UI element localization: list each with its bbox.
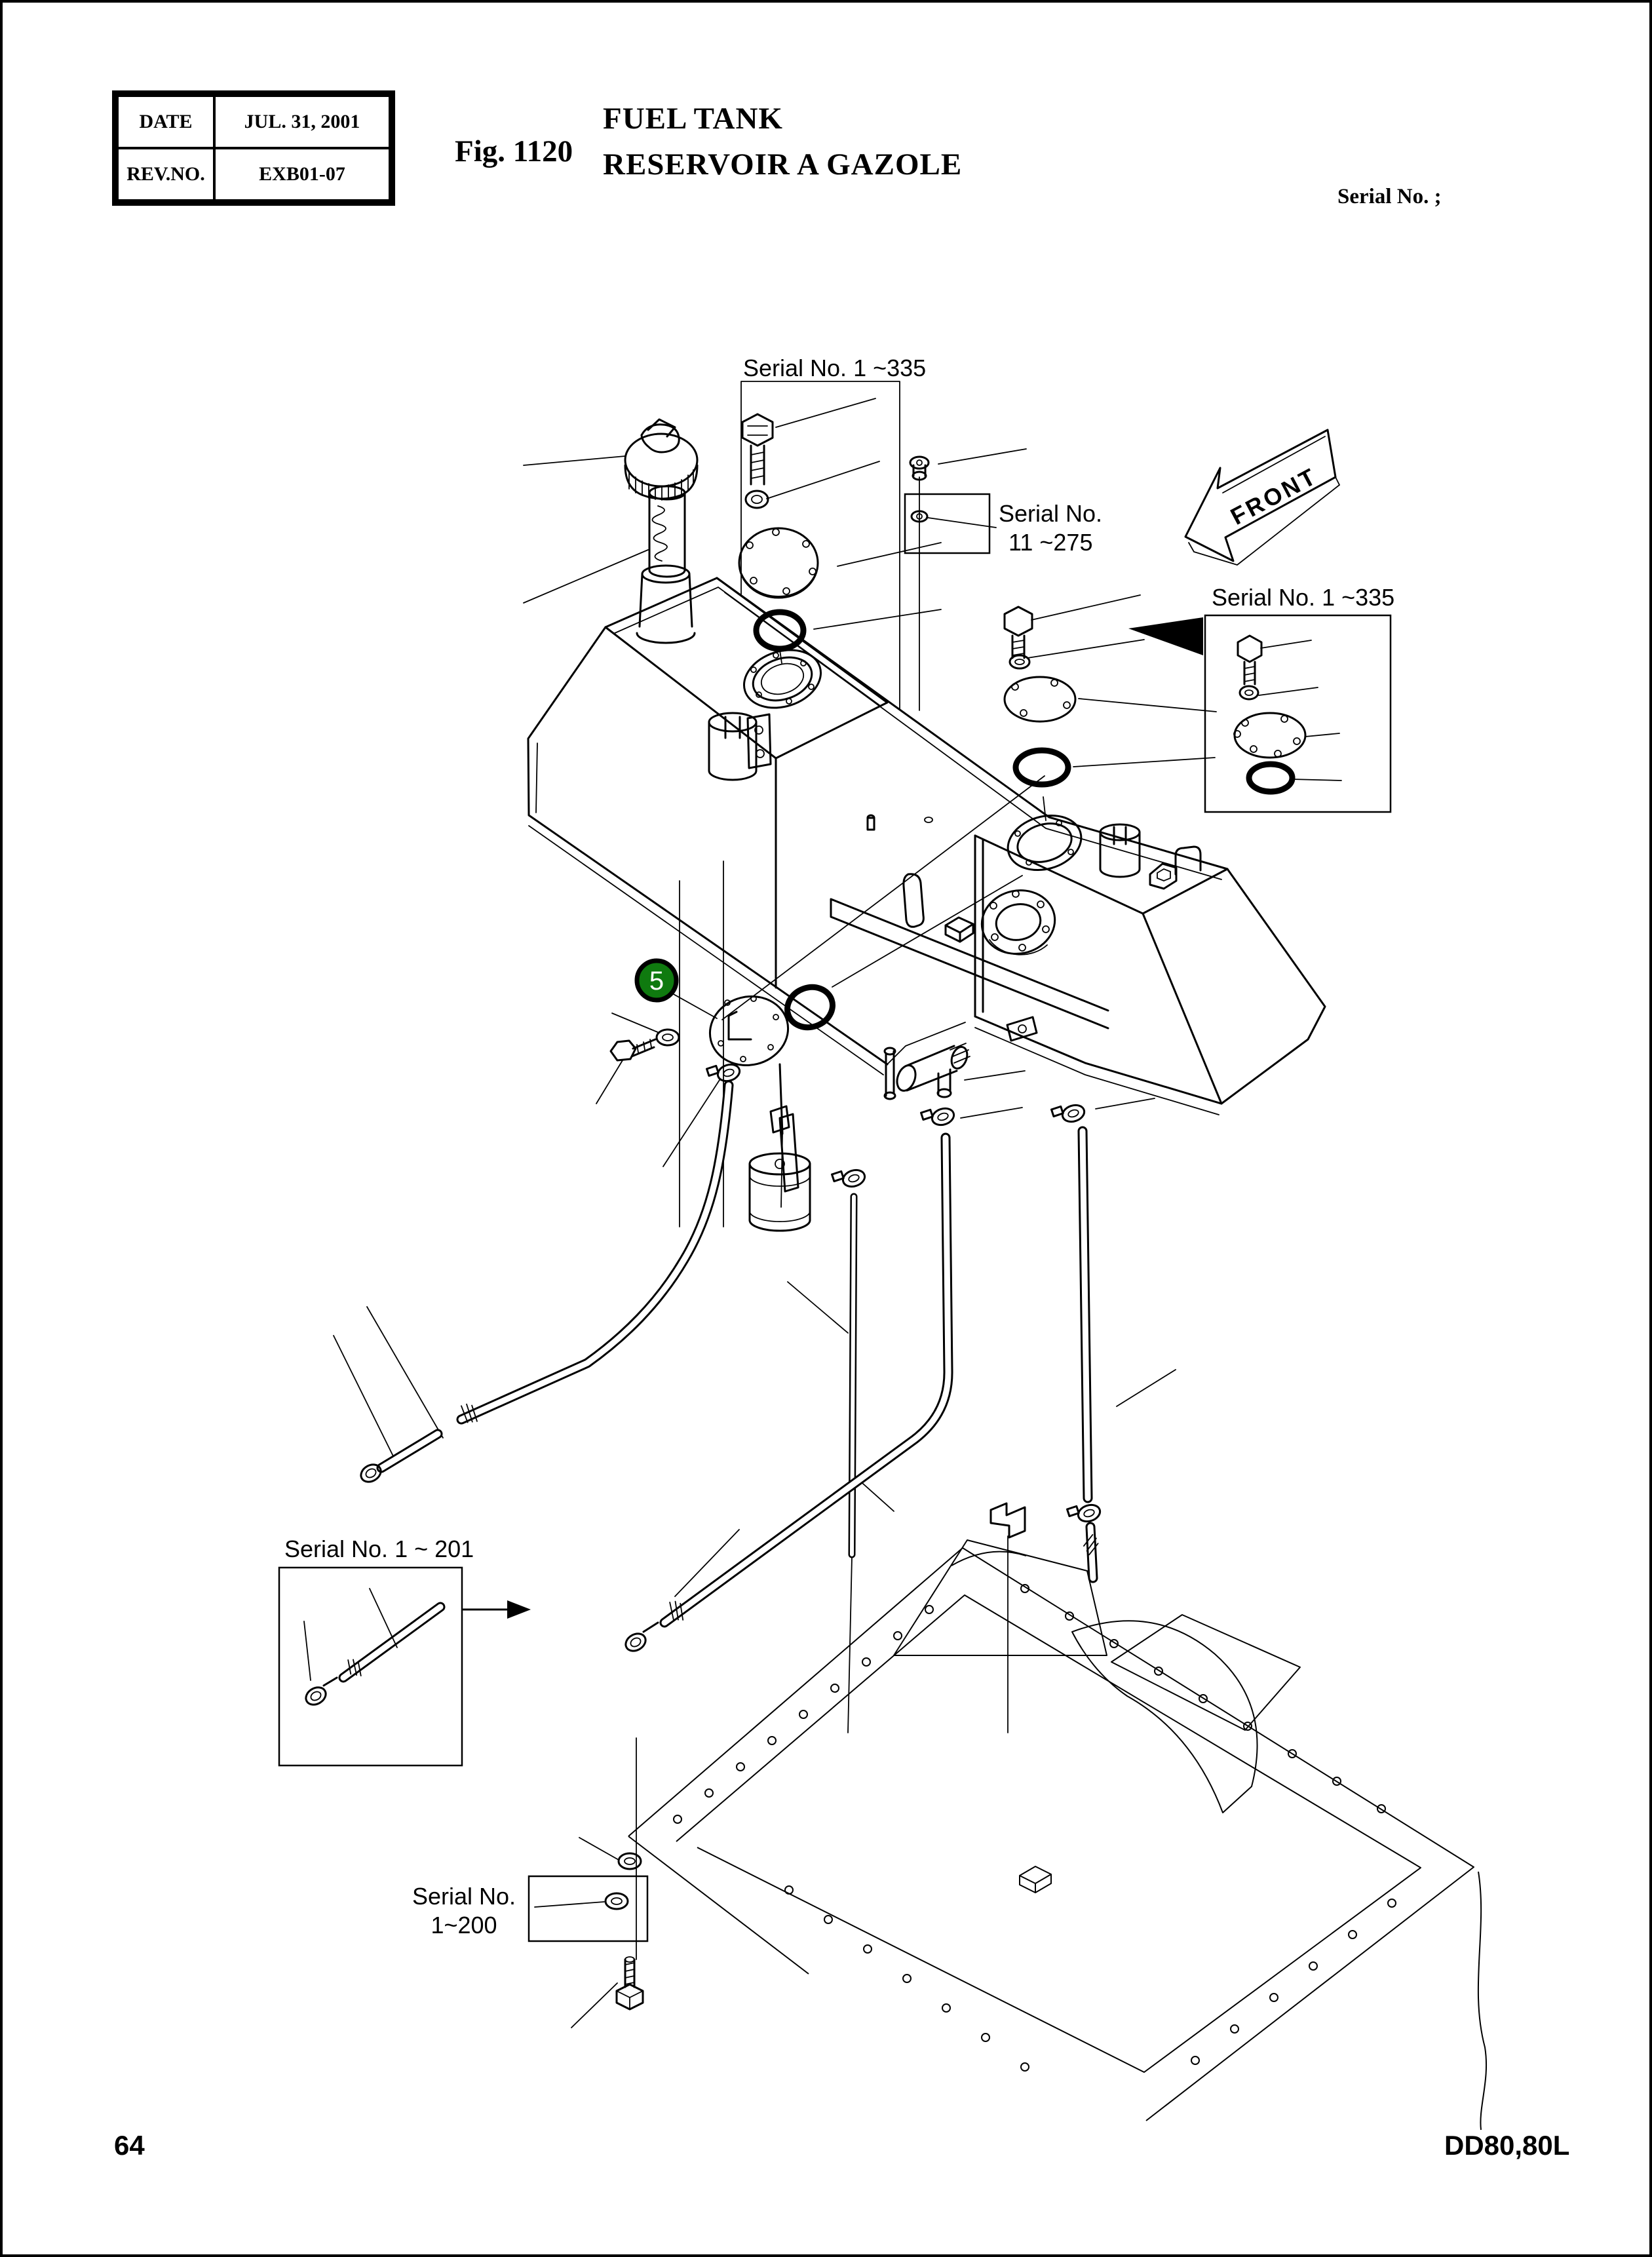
tank-top-plate-left: [604, 577, 889, 760]
fuel-hoses: [360, 1080, 1099, 1652]
callout-top-label: Serial No. 1 ~335: [743, 355, 926, 381]
pointer-arrow-icon: [1128, 617, 1203, 655]
front-arrow: FRONT: [1184, 429, 1341, 566]
washer-icon: [617, 1852, 642, 1870]
washer-icon: [655, 1028, 680, 1047]
filler-cap: [624, 418, 699, 501]
callout-mid: Serial No. 11 ~275: [904, 493, 1102, 556]
cushion-clamp-left: [708, 712, 758, 781]
front-flange: [980, 889, 1056, 955]
fuel-sender-group: [609, 984, 836, 1232]
cushion-clamp-right: [1099, 823, 1141, 878]
rail-cube: [944, 916, 974, 943]
callout-mid-line1: Serial No.: [999, 500, 1102, 527]
washer-icon: [744, 490, 769, 509]
arrow-icon: [507, 1600, 531, 1619]
hose-clamps: [706, 1063, 1102, 1523]
filler-neck: [636, 564, 696, 644]
callout-lower-left: Serial No. 1 ~ 201: [278, 1535, 531, 1767]
hose-clamp-icon: [920, 1107, 955, 1127]
hose-clamp-icon: [1066, 1503, 1102, 1523]
serial-note: Serial No. ;: [1337, 185, 1442, 208]
sender-ring-right: [1007, 814, 1083, 872]
chassis-frame: [628, 1539, 1488, 2131]
callout-mid-line2: 11 ~275: [1008, 529, 1092, 556]
exploded-diagram: FRONT Serial No. 1 ~335 5: [278, 355, 1488, 2131]
hook-bracket: [902, 873, 925, 928]
rail-bracket: [1006, 1016, 1038, 1042]
model-code: DD80,80L: [1444, 2130, 1570, 2161]
tank-left-panel: [527, 626, 889, 1066]
hose-clamp-icon: [831, 1168, 866, 1188]
page-title-english: FUEL TANK: [603, 102, 783, 136]
filler-strainer: [648, 485, 686, 578]
item-balloon-5: 5: [634, 958, 679, 1003]
band-hole: [924, 817, 933, 823]
front-arrow-label: FRONT: [1226, 462, 1322, 530]
hose-clamp-icon: [706, 1063, 741, 1083]
page-number: 64: [114, 2130, 145, 2161]
callout-bottom-line1: Serial No.: [412, 1883, 516, 1910]
washer-icon: [910, 510, 929, 523]
rev-label: REV.NO.: [117, 148, 214, 201]
cover-group-top: [738, 413, 819, 652]
hose-clamp-icon: [1050, 1104, 1086, 1123]
drain-valve: [883, 1043, 970, 1100]
callout-right: Serial No. 1 ~335: [1128, 584, 1394, 813]
cover-plate-icon: [738, 527, 819, 599]
sender-ring-left: [742, 649, 822, 709]
callout-bottom-line2: 1~200: [431, 1912, 497, 1939]
callout-bottom: Serial No. 1~200: [412, 1852, 649, 2011]
balloon-circle: [634, 958, 679, 1003]
rev-value: EXB01-07: [214, 148, 390, 201]
bolt-icon: [741, 413, 774, 447]
date-label: DATE: [117, 96, 214, 148]
page-title-french: RESERVOIR A GAZOLE: [603, 147, 963, 182]
date-value: JUL. 31, 2001: [214, 96, 390, 148]
bolt-icon: [609, 1039, 637, 1062]
tank-right-section: [974, 834, 1223, 1105]
sender-plate: [708, 995, 790, 1067]
o-ring-icon: [753, 609, 807, 652]
mount-bracket-left: [746, 713, 772, 769]
balloon-number: 5: [649, 967, 664, 995]
vent-peg: [866, 814, 875, 831]
hex-recess: [1149, 862, 1178, 890]
callout-right-label: Serial No. 1 ~335: [1212, 584, 1394, 611]
fuel-tank-body: [527, 564, 1326, 1115]
z-bracket: [989, 1502, 1026, 1539]
washer-icon: [604, 1892, 629, 1910]
clip-right: [1174, 845, 1202, 876]
figure-number: Fig. 1120: [455, 134, 573, 168]
cover-group-right-tank: [1003, 606, 1077, 788]
o-ring-icon: [784, 984, 836, 1031]
leader-lines: [333, 381, 1342, 2028]
title-block: DATE JUL. 31, 2001 REV.NO. EXB01-07: [112, 90, 395, 206]
callout-lower-left-label: Serial No. 1 ~ 201: [284, 1535, 474, 1562]
bolt-icon: [615, 1956, 644, 2011]
grommet-group-mid: [909, 455, 930, 523]
fuel-filter: [748, 1152, 811, 1232]
